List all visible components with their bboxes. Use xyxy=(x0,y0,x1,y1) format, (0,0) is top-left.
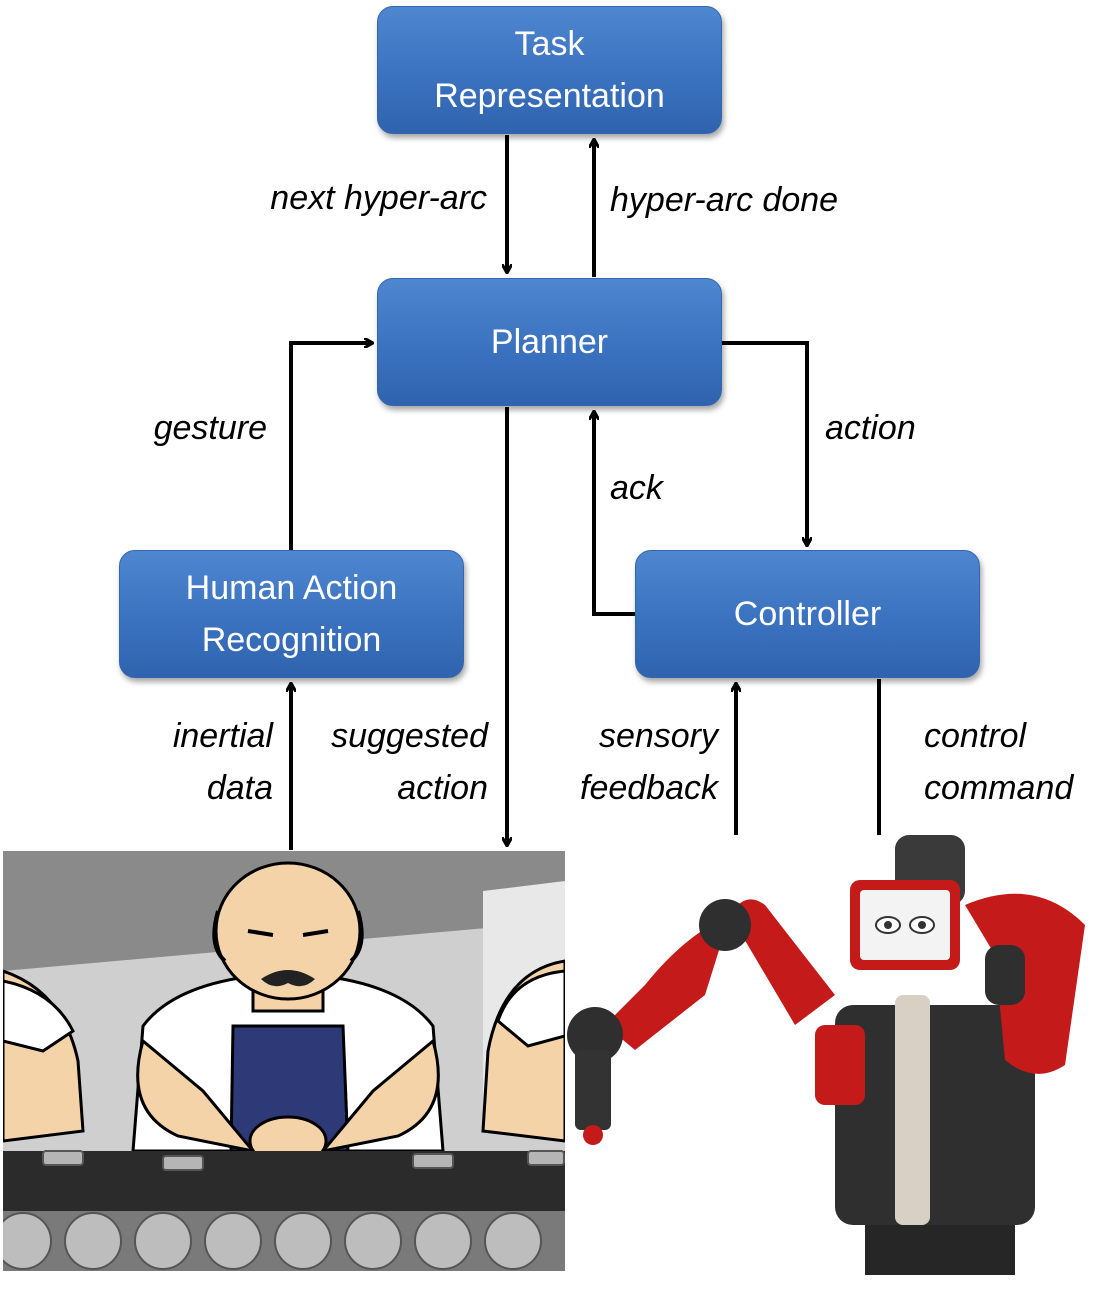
human-action-recognition-line-1: Human Action xyxy=(185,569,398,607)
planner-box: Planner xyxy=(377,278,722,406)
label-control-command: control command xyxy=(924,710,1073,814)
sensory-feedback-line-2: feedback xyxy=(580,769,718,807)
label-inertial-data: inertial data xyxy=(173,710,273,814)
human-action-recognition-line-2: Recognition xyxy=(201,621,382,659)
arrow-ack xyxy=(594,412,635,616)
label-next-hyper-arc: next hyper-arc xyxy=(270,179,487,217)
label-suggested-action: suggested action xyxy=(331,710,488,814)
human-action-recognition-box: Human Action Recognition xyxy=(119,550,464,678)
controller-box: Controller xyxy=(635,550,980,678)
robot-illustration xyxy=(565,835,1110,1275)
label-sensory-feedback: sensory feedback xyxy=(580,710,718,814)
planner-label: Planner xyxy=(490,323,609,361)
label-action: action xyxy=(825,409,916,447)
controller-label: Controller xyxy=(733,595,882,633)
label-ack: ack xyxy=(610,469,663,507)
arrow-gesture xyxy=(289,343,372,550)
task-representation-line-1: Task xyxy=(514,25,585,63)
control-command-line-1: control xyxy=(924,717,1027,755)
label-gesture: gesture xyxy=(153,409,267,447)
sensory-feedback-line-1: sensory xyxy=(598,717,718,755)
inertial-data-line-1: inertial xyxy=(172,717,273,755)
task-representation-line-2: Representation xyxy=(434,77,665,115)
inertial-data-line-2: data xyxy=(206,769,273,807)
control-command-line-2: command xyxy=(924,769,1074,807)
label-hyper-arc-done: hyper-arc done xyxy=(610,181,839,219)
task-representation-box: Task Representation xyxy=(377,6,722,134)
worker-illustration xyxy=(3,851,565,1271)
arrow-action xyxy=(722,341,807,545)
suggested-action-line-1: suggested xyxy=(331,717,488,755)
suggested-action-line-2: action xyxy=(397,769,488,807)
